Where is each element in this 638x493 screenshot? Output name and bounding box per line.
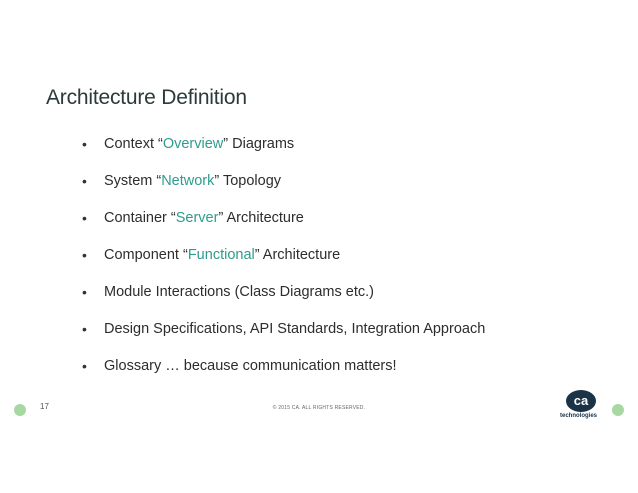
bullet-text: Container “ [104, 210, 176, 226]
bullet-item: • Container “Server” Architecture [82, 207, 485, 244]
bullet-item: • Component “Functional” Architecture [82, 244, 485, 281]
bullet-glyph: • [82, 173, 87, 189]
bullet-highlight: Overview [162, 136, 224, 152]
bullet-text: Design Specifications, API Standards, In… [104, 321, 486, 337]
page-number: 17 [40, 402, 49, 411]
bullet-text-end: ” Architecture [218, 210, 304, 226]
logo-subtext: technologies [560, 413, 598, 419]
bullet-item: • Module Interactions (Class Diagrams etc… [82, 281, 485, 318]
bullet-highlight: Functional [187, 247, 255, 263]
bullet-text: System “ [104, 173, 162, 189]
bullet-item: • Glossary … because communication matter… [82, 355, 485, 392]
decorative-dot-right [612, 404, 624, 416]
bullet-text: Component “ [104, 247, 188, 263]
decorative-dot-left [14, 404, 26, 416]
bullet-highlight: Server [175, 210, 219, 226]
slide-title: Architecture Definition [46, 86, 247, 109]
bullet-text: Context “ [104, 136, 163, 152]
bullet-glyph: • [82, 358, 87, 374]
bullet-text-end: ” Architecture [254, 247, 341, 263]
bullet-list: • Context “Overview” Diagrams • System “Ne… [82, 133, 485, 392]
copyright-text: © 2015 CA. ALL RIGHTS RESERVED. [272, 405, 366, 411]
bullet-glyph: • [82, 284, 87, 300]
bullet-item: • Design Specifications, API Standards, I… [82, 318, 485, 355]
bullet-text-end: ” Topology [214, 173, 282, 189]
bullet-glyph: • [82, 247, 87, 263]
bullet-glyph: • [82, 136, 87, 152]
bullet-item: • System “Network” Topology [82, 170, 485, 207]
bullet-text: Glossary … because communication matters… [104, 358, 397, 374]
bullet-text: Module Interactions (Class Diagrams etc.… [104, 284, 374, 300]
bullet-text-end: ” Diagrams [223, 136, 295, 152]
bullet-item: • Context “Overview” Diagrams [82, 133, 485, 170]
bullet-glyph: • [82, 321, 87, 337]
ca-logo: ca [566, 390, 596, 412]
bullet-highlight: Network [161, 173, 215, 189]
logo-text: ca [574, 393, 589, 408]
bullet-glyph: • [82, 210, 87, 226]
